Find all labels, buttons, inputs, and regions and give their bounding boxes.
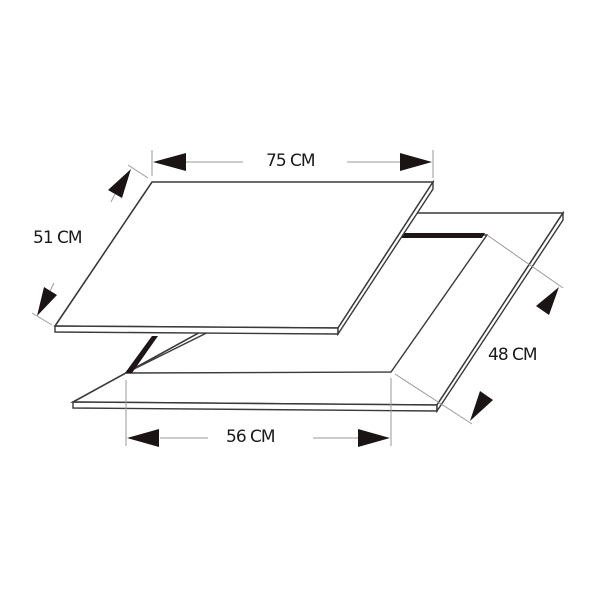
cutout-left-wall — [125, 336, 158, 373]
arrow-right-icon — [400, 153, 432, 171]
label-cutout-width: 56 CM — [224, 427, 277, 447]
label-cutout-depth: 48 CM — [486, 345, 539, 365]
arrow-right-icon — [358, 429, 390, 447]
arrow-left-icon — [153, 153, 186, 171]
arrow-down-icon — [470, 391, 493, 421]
dimension-cutout-depth — [394, 234, 564, 425]
countertop-right-edge — [436, 210, 564, 414]
dimension-hob-width — [151, 150, 434, 178]
cutout-back-wall — [401, 233, 485, 238]
hob-right-edge — [337, 179, 434, 337]
arrow-up-icon — [536, 287, 559, 315]
hob-front-edge — [54, 325, 339, 335]
dimension-cutout-width — [125, 378, 392, 447]
label-hob-depth: 51 CM — [31, 228, 84, 248]
glass-hob-panel — [53, 179, 435, 337]
label-hob-width: 75 CM — [264, 151, 317, 171]
arrow-up-icon — [108, 169, 131, 198]
dimension-hob-depth — [31, 164, 149, 326]
arrow-down-icon — [37, 287, 57, 316]
arrow-left-icon — [127, 429, 159, 447]
